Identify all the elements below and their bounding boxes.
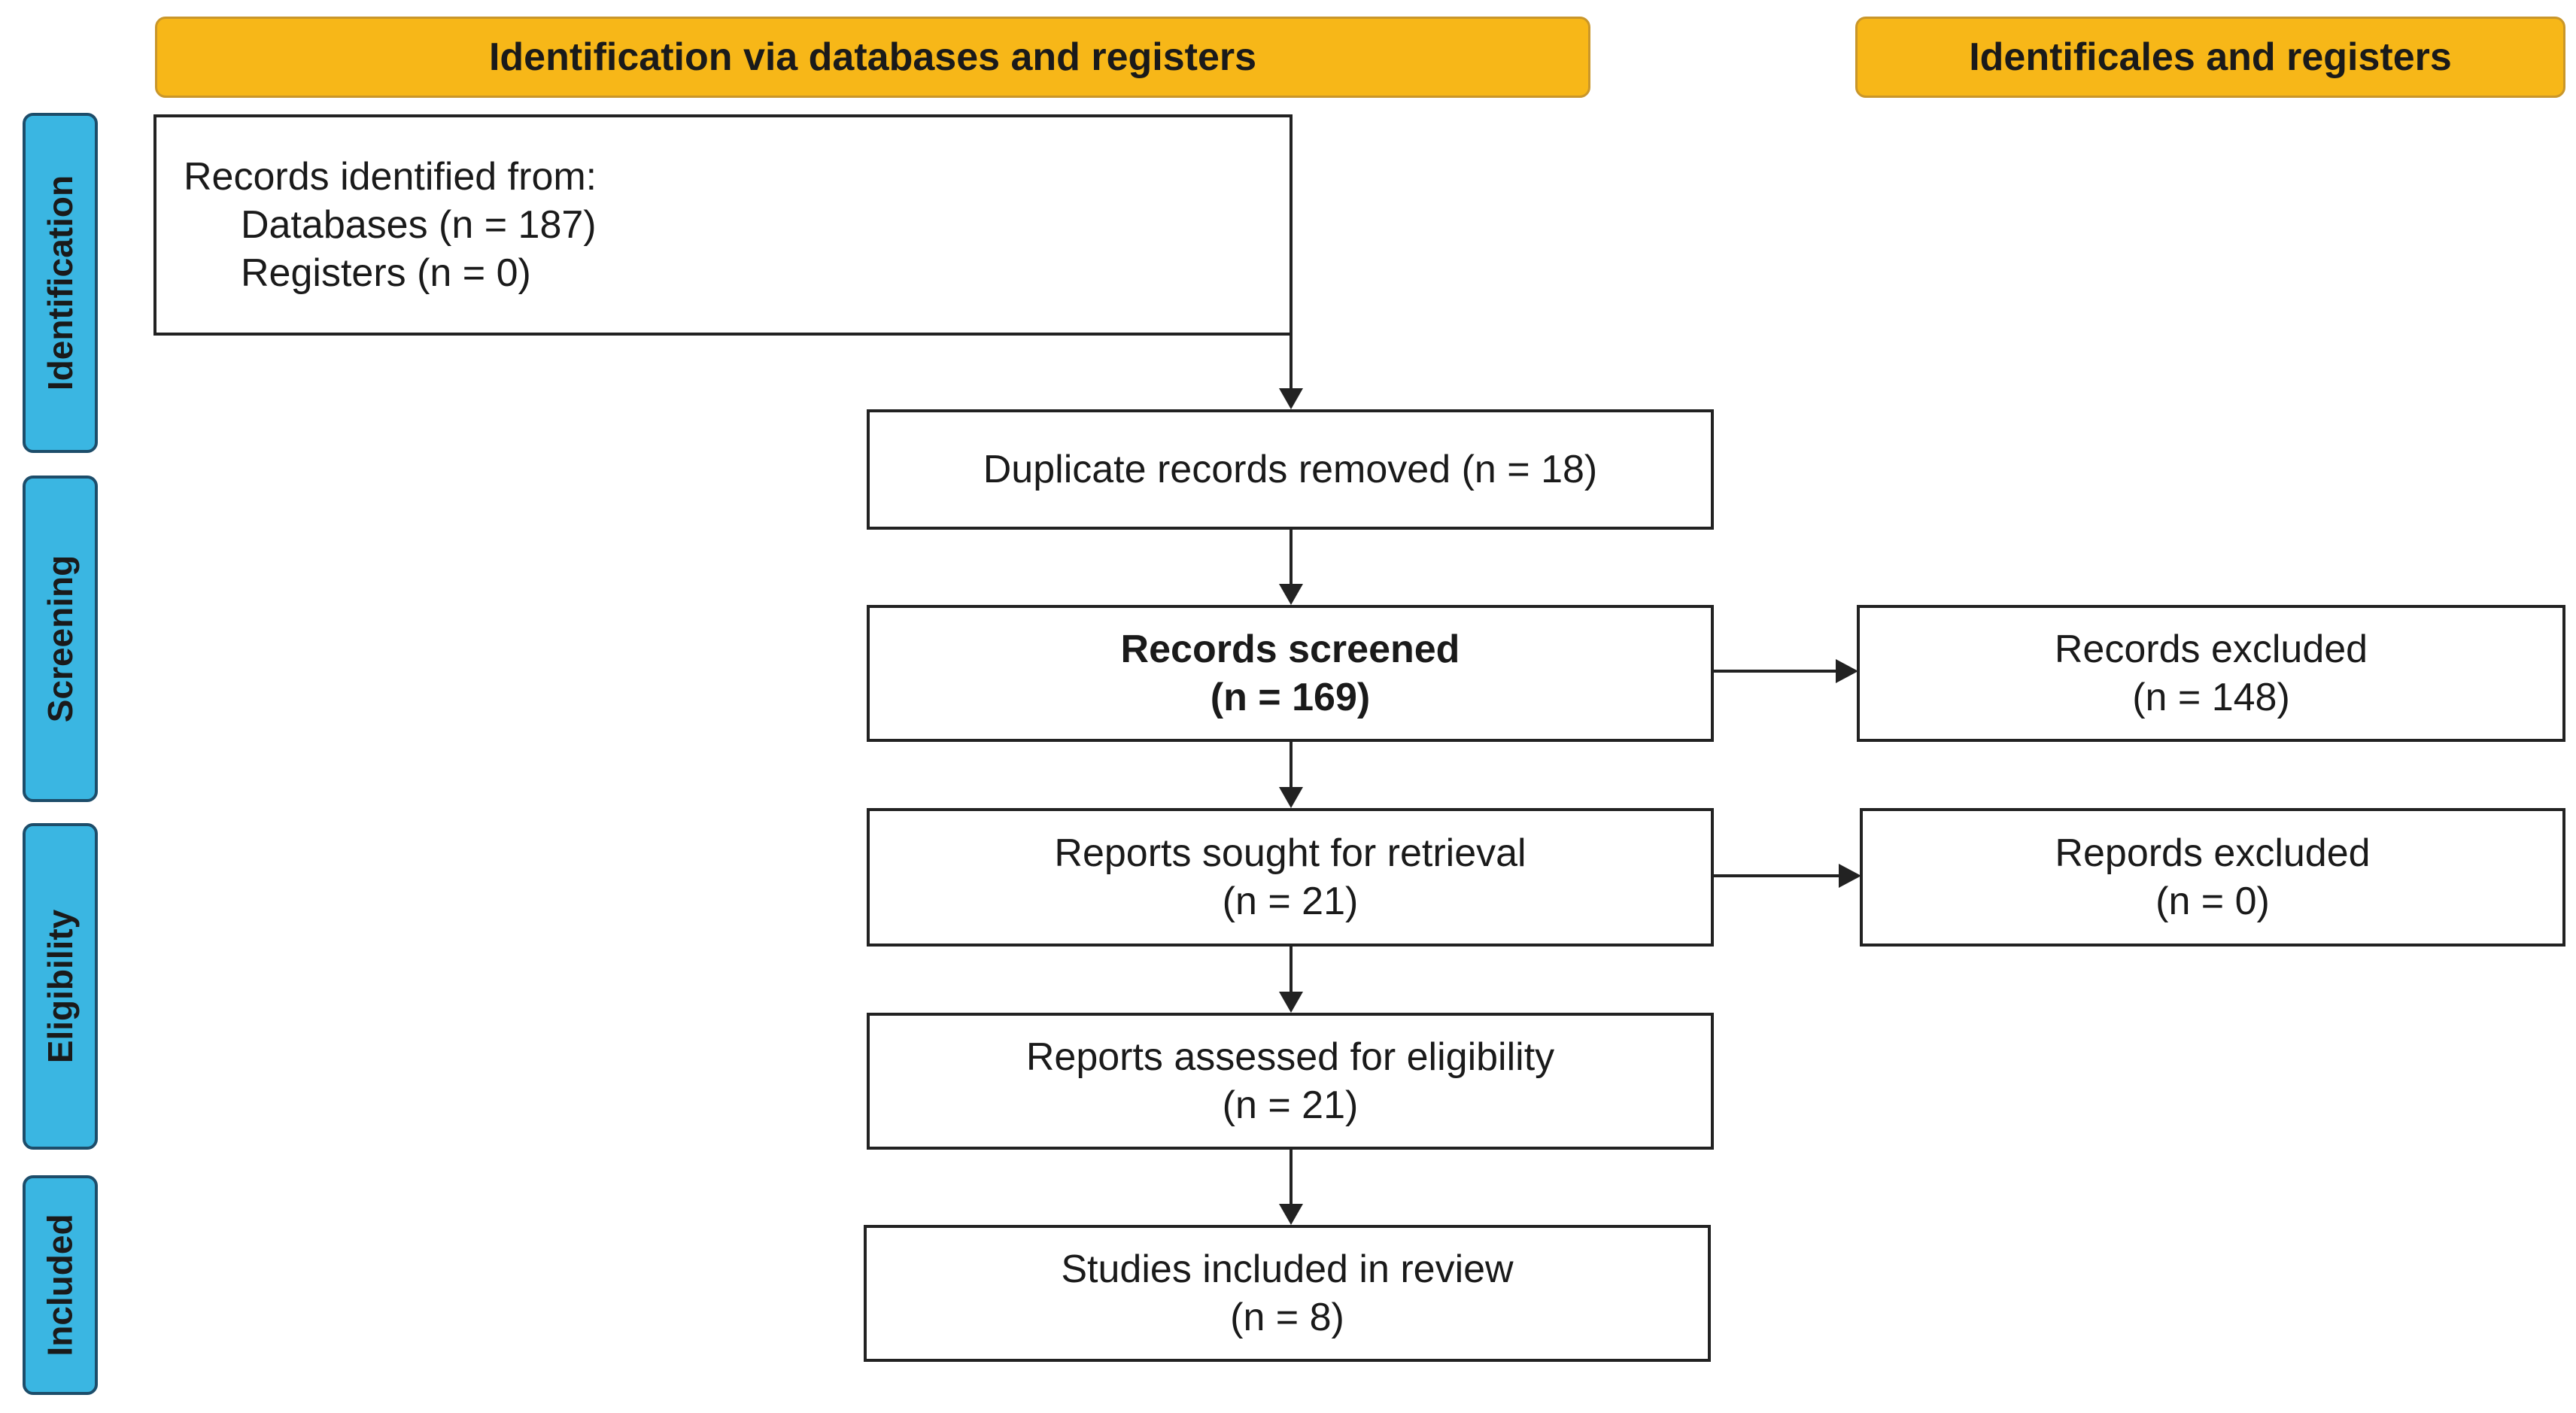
header-right-label: Identificales and registers (1969, 35, 2452, 79)
reports-assessed-count: (n = 21) (1222, 1083, 1359, 1127)
header-left-label: Identification via databases and registe… (488, 35, 1257, 79)
records-identified-title: Records identified from: (184, 155, 597, 199)
studies-included-count: (n = 8) (1230, 1296, 1344, 1339)
reports-excluded-title: Repords excluded (2055, 831, 2371, 875)
records-identified-box: Records identified from: Databases (n = … (153, 114, 1293, 336)
header-right: Identificales and registers (1855, 17, 2565, 98)
reports-sought-box: Reports sought for retrieval (n = 21) (867, 808, 1714, 947)
arrowhead-6 (1836, 659, 1858, 683)
reports-sought-title: Reports sought for retrieval (1054, 831, 1526, 875)
records-screened-box: Records screened (n = 169) (867, 605, 1714, 742)
duplicates-removed-text: Duplicate records removed (n = 18) (983, 448, 1598, 491)
arrowhead-7 (1839, 864, 1861, 888)
reports-assessed-title: Reports assessed for eligibility (1025, 1035, 1555, 1079)
studies-included-box: Studies included in review (n = 8) (864, 1225, 1711, 1362)
header-left: Identification via databases and registe… (155, 17, 1590, 98)
duplicates-removed-box: Duplicate records removed (n = 18) (867, 409, 1714, 530)
arrowhead-4 (1279, 992, 1303, 1013)
reports-excluded-count: (n = 0) (2155, 880, 2270, 923)
phase-eligibility: Eligibility (23, 823, 98, 1150)
arrowhead-2 (1279, 584, 1303, 605)
arrowhead-3 (1279, 787, 1303, 808)
reports-sought-count: (n = 21) (1222, 880, 1359, 923)
records-screened-title: Records screened (1120, 627, 1460, 671)
records-identified-registers: Registers (n = 0) (241, 251, 531, 295)
arrowhead-5 (1279, 1204, 1303, 1225)
arrowhead-1 (1279, 388, 1303, 409)
studies-included-title: Studies included in review (1061, 1247, 1514, 1291)
records-excluded-title: Records excluded (2054, 627, 2368, 671)
phase-identification: Identification (23, 113, 98, 453)
records-excluded-count: (n = 148) (2132, 676, 2290, 719)
records-excluded-box: Records excluded (n = 148) (1857, 605, 2565, 742)
records-identified-databases: Databases (n = 187) (241, 203, 597, 247)
records-screened-count: (n = 169) (1210, 676, 1371, 719)
phase-included: Included (23, 1175, 98, 1395)
phase-screening: Screening (23, 476, 98, 802)
reports-assessed-box: Reports assessed for eligibility (n = 21… (867, 1013, 1714, 1150)
reports-excluded-box: Repords excluded (n = 0) (1860, 808, 2565, 947)
